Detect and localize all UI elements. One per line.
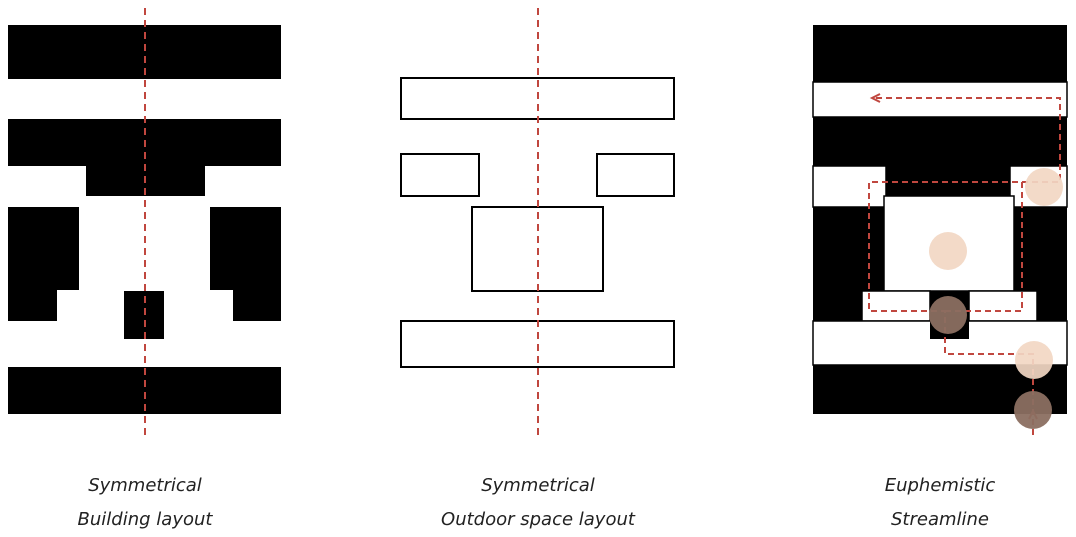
open-space	[812, 165, 887, 208]
streamline-diagram	[812, 25, 1068, 435]
outdoor-space	[596, 153, 675, 197]
open-space	[968, 290, 1038, 322]
node-light	[1025, 168, 1063, 206]
building-layout-diagram	[8, 8, 281, 437]
node-light	[929, 232, 967, 270]
caption-building-layout: Symmetrical Building layout	[0, 469, 295, 537]
caption-outdoor-space-layout: Symmetrical Outdoor space layout	[388, 469, 688, 537]
open-space	[812, 81, 1068, 118]
caption-line: Symmetrical	[88, 475, 202, 496]
building-block	[210, 207, 281, 321]
streamline-path	[945, 182, 1023, 312]
node-dark	[1014, 391, 1052, 429]
streamline-path	[868, 97, 1061, 435]
caption-line: Streamline	[890, 509, 989, 530]
caption-streamline: Euphemistic Streamline	[790, 469, 1076, 537]
node-dark	[929, 296, 967, 334]
building-block	[8, 207, 79, 321]
caption-line: Symmetrical	[481, 475, 595, 496]
arrowhead	[869, 93, 881, 103]
node-light	[1015, 341, 1053, 379]
caption-line: Euphemistic	[884, 475, 996, 496]
caption-line: Building layout	[77, 509, 213, 530]
open-space	[861, 290, 931, 322]
outdoor-space-diagram	[400, 8, 675, 437]
caption-line: Outdoor space layout	[441, 509, 635, 530]
outdoor-space	[400, 153, 480, 197]
